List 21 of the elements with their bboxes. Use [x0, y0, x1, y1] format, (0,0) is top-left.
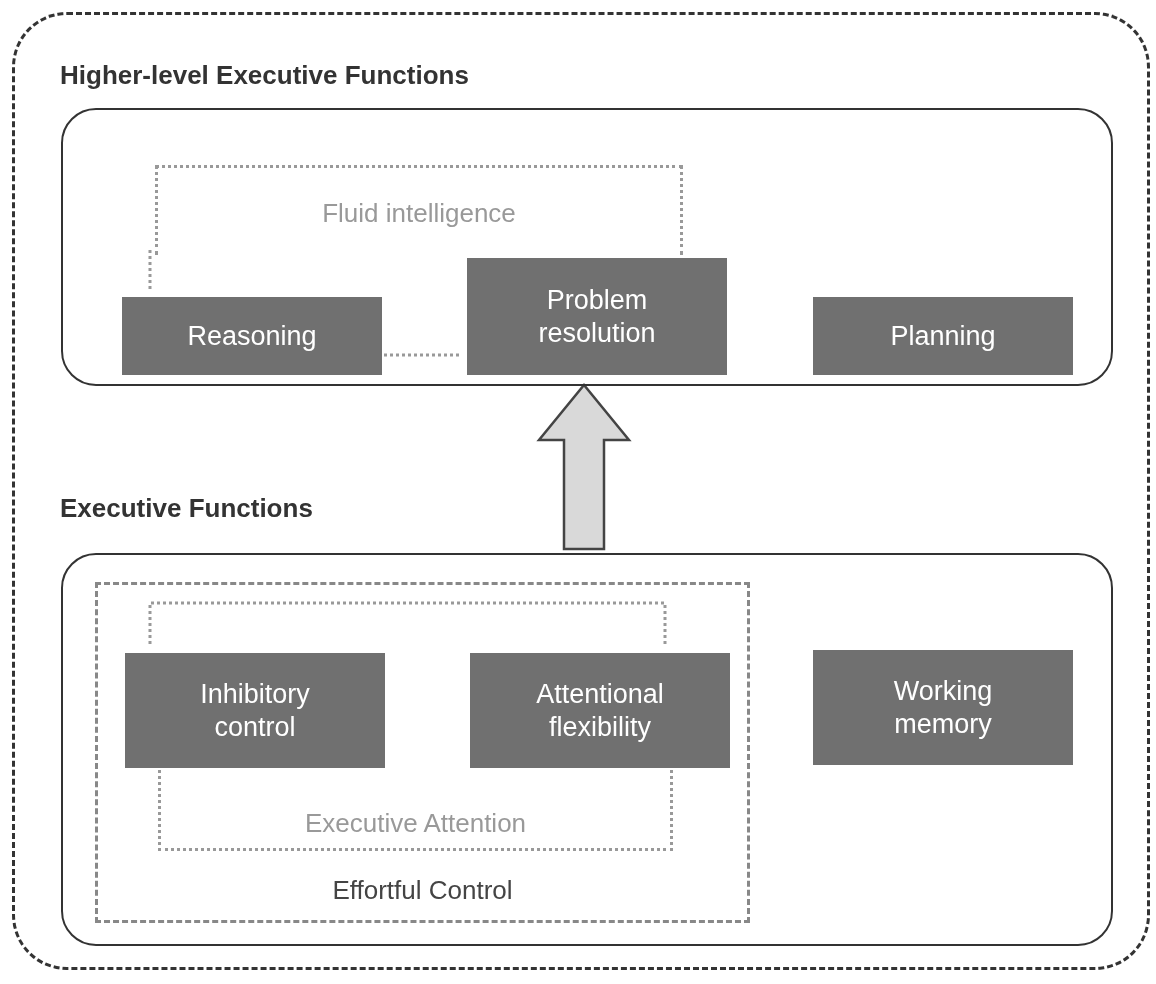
block-arrow — [536, 383, 632, 551]
dotted-group-box — [155, 165, 683, 255]
section-heading: Higher-level Executive Functions — [60, 60, 469, 91]
process-box — [813, 650, 1073, 765]
box-label: Attentional flexibility — [535, 677, 665, 744]
box-label: Planning — [890, 319, 996, 353]
box-label: Inhibitory control — [199, 677, 311, 744]
group-label: Executive Attention — [304, 808, 527, 839]
group-label: Fluid intelligence — [322, 198, 516, 229]
process-box — [125, 653, 385, 768]
dashed-group-box — [95, 582, 750, 923]
box-label: Working memory — [892, 674, 994, 741]
box-label: Problem resolution — [537, 283, 657, 350]
box-label: Reasoning — [187, 319, 317, 353]
dashed-boundary — [12, 12, 1150, 970]
process-box — [467, 258, 727, 375]
process-box — [813, 297, 1073, 375]
group-label: Effortful Control — [332, 875, 513, 906]
process-box — [122, 297, 382, 375]
process-box — [470, 653, 730, 768]
section-heading: Executive Functions — [60, 493, 313, 524]
